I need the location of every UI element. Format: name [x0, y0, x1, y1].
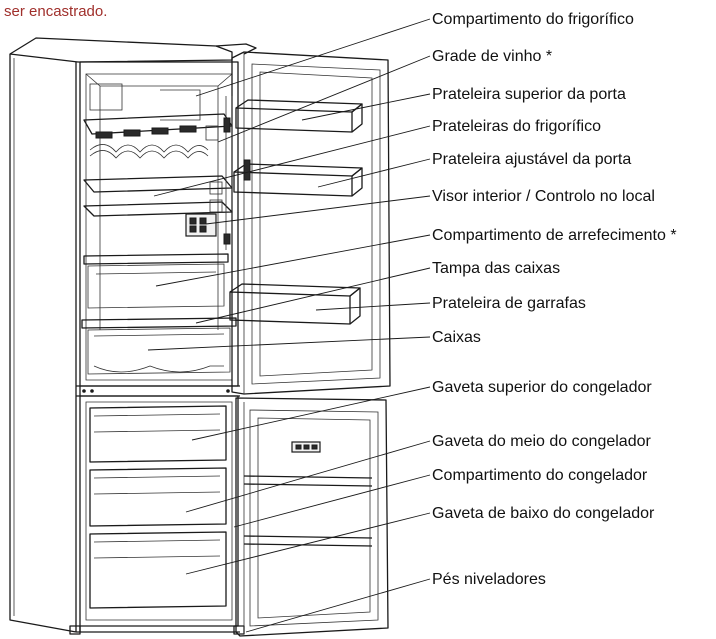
freezer-drawers [89, 405, 227, 609]
leader-lines [147, 18, 431, 633]
label-freezer-compartment: Compartimento do congelador [432, 467, 648, 484]
fridge-door [223, 51, 391, 395]
label-fridge-compartment: Compartimento do frigorífico [432, 11, 634, 28]
label-leveling-feet: Pés niveladores [432, 571, 546, 588]
label-display-control: Visor interior / Controlo no local [432, 188, 655, 205]
label-fridge-shelves: Prateleiras do frigorífico [432, 118, 601, 135]
label-boxes: Caixas [432, 329, 481, 346]
label-bottom-freezer-drawer: Gaveta de baixo do congelador [432, 505, 655, 522]
label-upper-door-shelf: Prateleira superior da porta [432, 86, 626, 103]
freezer-door [235, 397, 389, 637]
label-upper-freezer-drawer: Gaveta superior do congelador [432, 379, 652, 396]
label-cooling-compartment: Compartimento de arrefecimento * [432, 227, 677, 244]
callout-labels: Compartimento do frigorífico Grade de vi… [432, 11, 677, 588]
label-bottle-shelf: Prateleira de garrafas [432, 295, 586, 312]
label-crisper-cover: Tampa das caixas [432, 260, 560, 277]
caption-text: ser encastrado. [4, 3, 107, 20]
label-adjustable-door-shelf: Prateleira ajustável da porta [432, 151, 631, 168]
label-middle-freezer-drawer: Gaveta do meio do congelador [432, 433, 651, 450]
fridge-illustration [9, 37, 257, 635]
label-wine-rack: Grade de vinho * [432, 48, 552, 65]
